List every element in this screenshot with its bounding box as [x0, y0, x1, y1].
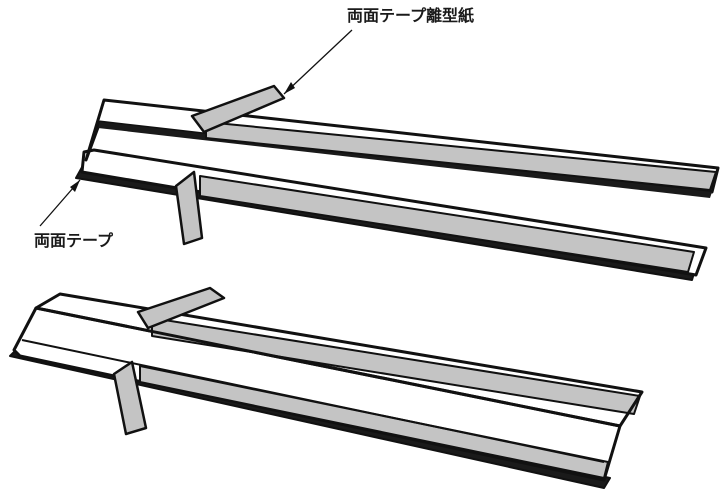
double-sided-tape-label: 両面テープ	[34, 231, 114, 250]
bottom-board	[9, 292, 644, 489]
bottom-board-divider	[21, 339, 605, 463]
top-upper-tape-strip	[205, 121, 717, 191]
top-upper-board	[84, 98, 720, 198]
bottom-peeled-liner	[136, 286, 226, 330]
top-lower-tape-strip	[199, 175, 695, 273]
liner-callout-line	[283, 29, 353, 95]
top-peeled-tape-flap	[174, 170, 204, 246]
tape-callout-arrowhead	[70, 180, 80, 192]
bottom-assembly	[9, 286, 644, 489]
top-peeled-liner	[190, 84, 286, 134]
bottom-board-top-layer	[34, 292, 644, 428]
bottom-peeled-tape-flap	[112, 360, 148, 436]
liner-callout-arrowhead	[284, 82, 295, 94]
release-liner-label: 両面テープ離型紙	[347, 6, 475, 25]
top-lower-board	[75, 148, 708, 281]
top-assembly	[39, 29, 720, 281]
